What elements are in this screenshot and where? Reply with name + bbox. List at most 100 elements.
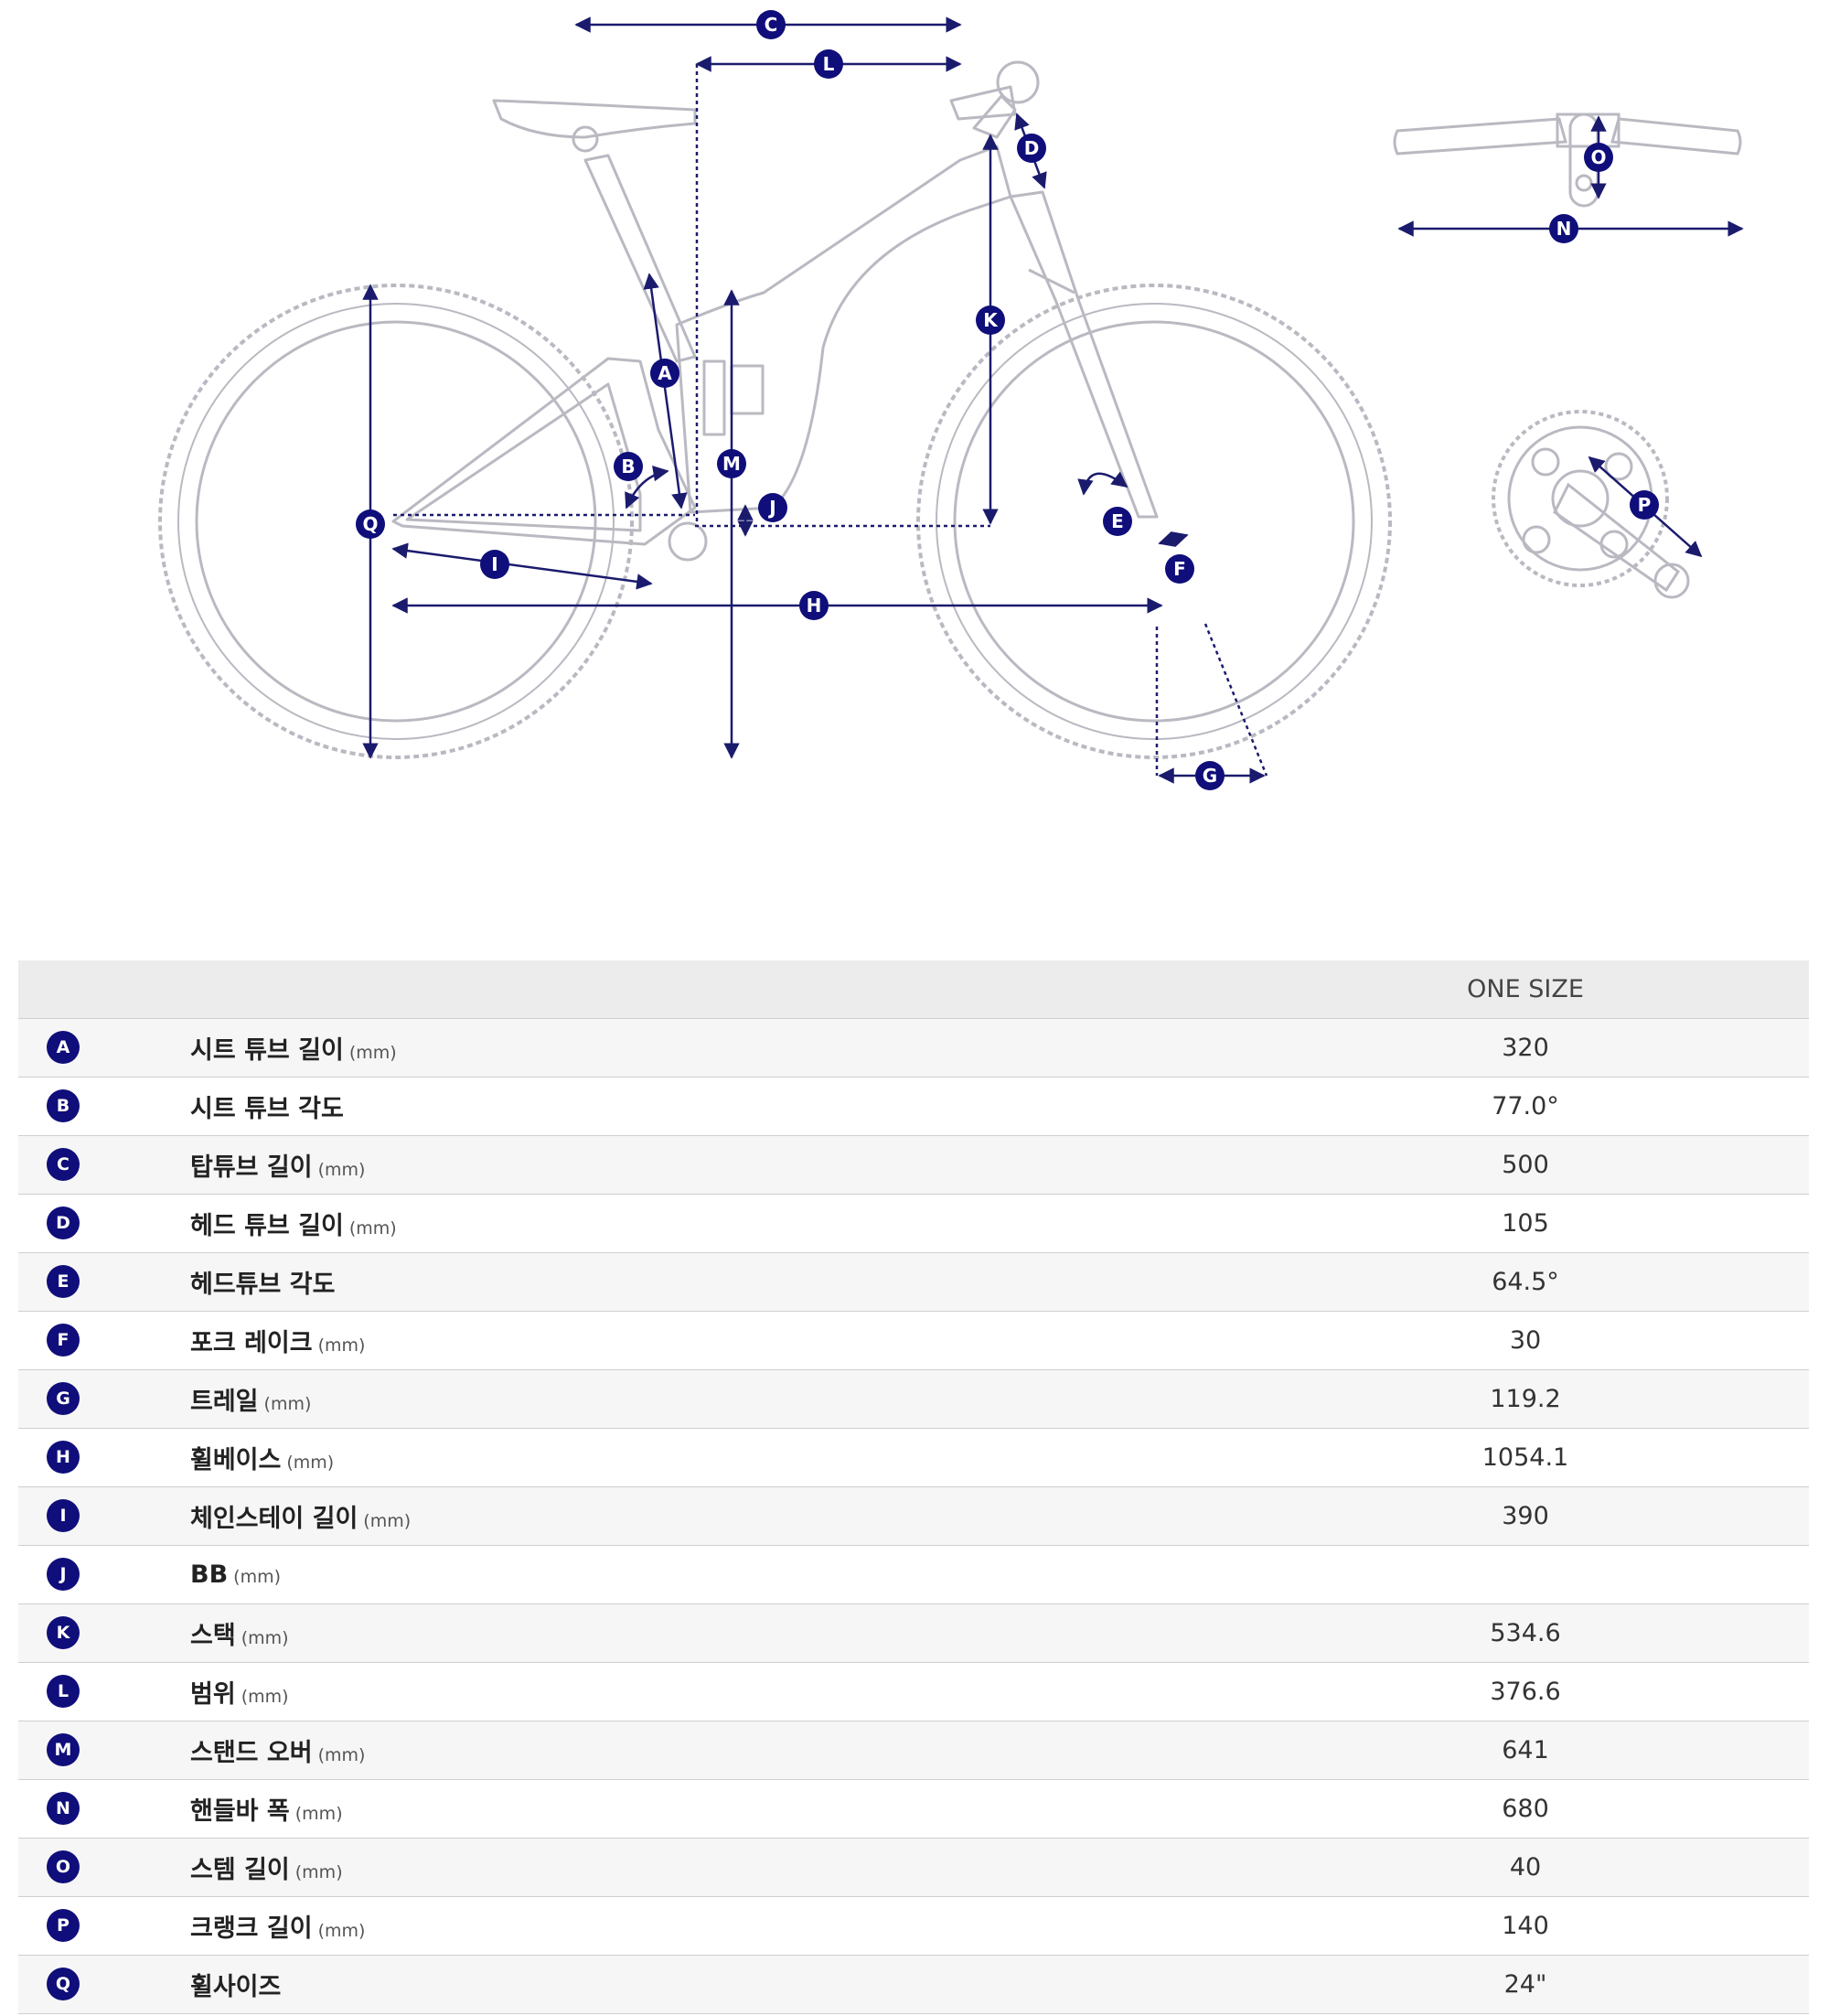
row-unit: (mm) bbox=[317, 1335, 366, 1356]
row-unit: (mm) bbox=[294, 1861, 343, 1882]
row-badge-cell: E bbox=[18, 1252, 108, 1311]
badge-B-letter: B bbox=[621, 456, 635, 477]
badge-M: M bbox=[717, 449, 746, 478]
badge-C: C bbox=[756, 10, 786, 39]
row-label-cell: 스탠드 오버(mm) bbox=[108, 1721, 1242, 1779]
badge-H: H bbox=[799, 591, 829, 620]
row-value: 24" bbox=[1503, 1969, 1547, 1999]
row-badge-cell: H bbox=[18, 1428, 108, 1486]
row-value: 30 bbox=[1509, 1325, 1542, 1355]
row-label-cell: 탑튜브 길이(mm) bbox=[108, 1135, 1242, 1194]
badge-Q-letter: Q bbox=[362, 513, 378, 535]
badge-O-letter: O bbox=[1590, 146, 1606, 168]
row-label: 헤드 튜브 길이 bbox=[190, 1211, 344, 1240]
row-unit: (mm) bbox=[286, 1452, 335, 1473]
row-label: 휠사이즈 bbox=[190, 1972, 282, 2001]
badge-F: F bbox=[1165, 554, 1194, 584]
badge-J-letter: J bbox=[767, 497, 775, 519]
table-row: N 핸들바 폭(mm) 680 bbox=[18, 1779, 1809, 1838]
row-letter-badge: C bbox=[47, 1148, 80, 1181]
row-letter-badge: K bbox=[47, 1616, 80, 1649]
table-header-row: ONE SIZE bbox=[18, 960, 1809, 1018]
row-label-cell: 시트 튜브 각도 bbox=[108, 1077, 1242, 1135]
row-unit: (mm) bbox=[241, 1686, 289, 1707]
row-letter-badge: J bbox=[47, 1558, 80, 1591]
row-letter-badge: B bbox=[47, 1089, 80, 1122]
row-label: 휠베이스 bbox=[190, 1445, 282, 1474]
dimension-badges: A B C D E F G H I J K L M N O P Q bbox=[356, 10, 1659, 790]
row-label-cell: 휠베이스(mm) bbox=[108, 1428, 1242, 1486]
row-label: 시트 튜브 길이 bbox=[190, 1035, 344, 1065]
row-unit: (mm) bbox=[363, 1510, 412, 1531]
front-wheel bbox=[916, 284, 1392, 759]
badge-J: J bbox=[758, 493, 787, 522]
row-badge-cell: C bbox=[18, 1135, 108, 1194]
row-unit: (mm) bbox=[348, 1217, 397, 1239]
row-letter-badge: O bbox=[47, 1850, 80, 1883]
row-label-cell: 범위(mm) bbox=[108, 1662, 1242, 1721]
bike-frame bbox=[391, 60, 1159, 562]
row-value bbox=[1242, 1545, 1809, 1603]
row-value: 376.6 bbox=[1490, 1677, 1561, 1706]
row-badge-cell: P bbox=[18, 1896, 108, 1955]
row-value: 1054.1 bbox=[1481, 1442, 1569, 1472]
badge-P-letter: P bbox=[1638, 494, 1652, 516]
row-value: 320 bbox=[1502, 1033, 1549, 1062]
badge-I: I bbox=[480, 550, 509, 579]
row-letter-badge: A bbox=[47, 1031, 80, 1064]
row-label-cell: 핸들바 폭(mm) bbox=[108, 1779, 1242, 1838]
row-label-cell: 포크 레이크(mm) bbox=[108, 1311, 1242, 1369]
row-letter-badge: L bbox=[47, 1675, 80, 1708]
row-unit: (mm) bbox=[294, 1803, 343, 1824]
row-badge-cell: N bbox=[18, 1779, 108, 1838]
table-row: A 시트 튜브 길이(mm) 320 bbox=[18, 1018, 1809, 1077]
row-unit: (mm) bbox=[317, 1159, 366, 1180]
row-label-cell: 헤드 튜브 길이(mm) bbox=[108, 1194, 1242, 1252]
row-label: 스탠드 오버 bbox=[190, 1738, 313, 1767]
row-value: 105 bbox=[1502, 1208, 1549, 1238]
badge-M-letter: M bbox=[722, 453, 741, 475]
row-label-cell: 체인스테이 길이(mm) bbox=[108, 1486, 1242, 1545]
row-label: 시트 튜브 각도 bbox=[190, 1094, 344, 1123]
badge-K-letter: K bbox=[983, 309, 999, 331]
badge-A-letter: A bbox=[658, 362, 672, 384]
row-letter-badge: E bbox=[47, 1265, 80, 1298]
row-value: 680 bbox=[1502, 1794, 1549, 1823]
row-value: 390 bbox=[1502, 1501, 1549, 1530]
row-label: 범위 bbox=[190, 1679, 236, 1709]
badge-C-letter: C bbox=[765, 14, 778, 36]
badge-K: K bbox=[976, 306, 1005, 335]
rear-wheel bbox=[158, 284, 634, 759]
row-value: 641 bbox=[1502, 1735, 1549, 1764]
row-badge-cell: A bbox=[18, 1018, 108, 1077]
row-label-cell: 시트 튜브 길이(mm) bbox=[108, 1018, 1242, 1077]
row-badge-cell: G bbox=[18, 1369, 108, 1428]
row-label: 크랭크 길이 bbox=[190, 1914, 313, 1943]
row-unit: (mm) bbox=[348, 1042, 397, 1063]
row-value: 140 bbox=[1502, 1911, 1549, 1940]
row-label-cell: BB(mm) bbox=[108, 1545, 1242, 1603]
row-letter-badge: N bbox=[47, 1792, 80, 1825]
row-badge-cell: I bbox=[18, 1486, 108, 1545]
badge-H-letter: H bbox=[807, 595, 822, 617]
row-value: 77.0° bbox=[1492, 1091, 1559, 1121]
row-letter-badge: G bbox=[47, 1382, 80, 1415]
row-label: 탑튜브 길이 bbox=[190, 1153, 313, 1182]
row-letter-badge: P bbox=[47, 1909, 80, 1942]
header-empty-label bbox=[108, 960, 1242, 1018]
row-unit: (mm) bbox=[241, 1627, 289, 1648]
row-unit: (mm) bbox=[263, 1393, 312, 1414]
row-label: BB bbox=[190, 1560, 229, 1589]
row-label-cell: 휠사이즈 bbox=[108, 1955, 1242, 2013]
row-label: 체인스테이 길이 bbox=[190, 1504, 358, 1533]
row-label: 헤드튜브 각도 bbox=[190, 1270, 336, 1299]
badge-D-letter: D bbox=[1024, 137, 1040, 159]
badge-O: O bbox=[1584, 143, 1613, 172]
row-label: 핸들바 폭 bbox=[190, 1796, 290, 1826]
